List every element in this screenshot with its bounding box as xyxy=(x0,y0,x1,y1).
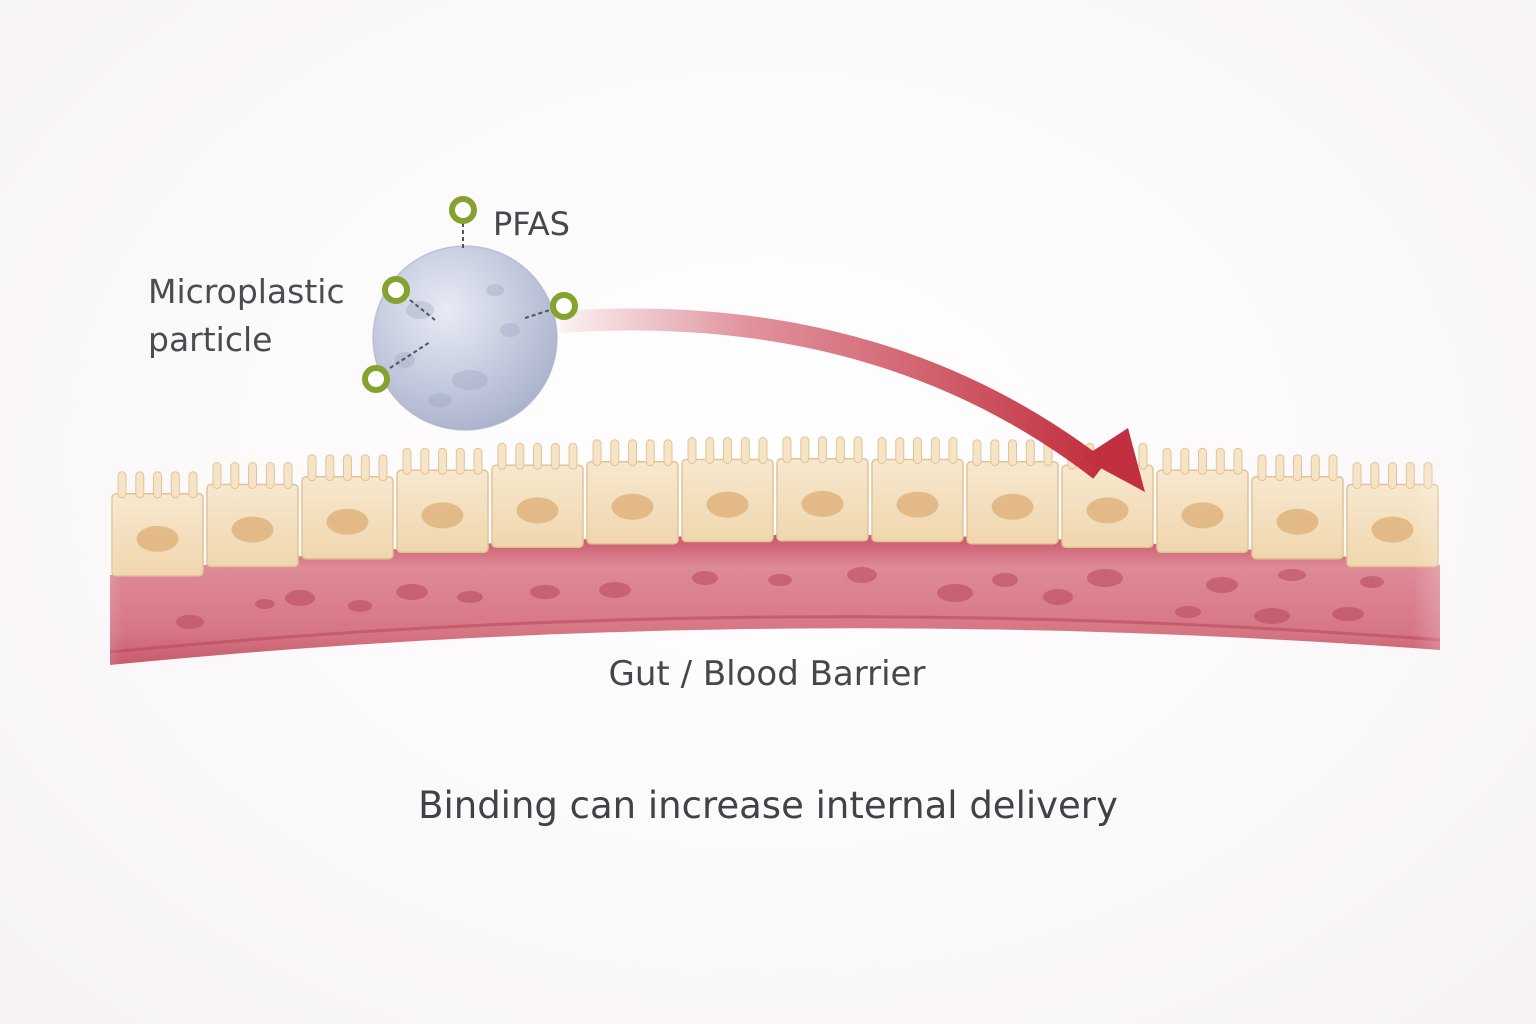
epithelial-cells xyxy=(111,436,1439,577)
pfas-label: PFAS xyxy=(493,205,570,243)
microvillus xyxy=(645,439,655,467)
microvillus xyxy=(360,454,370,482)
blood-layer xyxy=(110,534,1440,665)
microvillus xyxy=(610,439,620,467)
microvillus xyxy=(248,462,257,489)
microvillus xyxy=(378,454,388,482)
microvillus xyxy=(1293,454,1302,482)
microvillus xyxy=(1388,462,1397,489)
microvillus xyxy=(188,471,198,499)
microvillus xyxy=(1138,442,1148,470)
cell-nucleus xyxy=(611,493,654,520)
microvillus xyxy=(1198,447,1207,475)
microvillus xyxy=(515,442,525,470)
microvillus xyxy=(420,447,430,475)
microvillus xyxy=(895,437,905,464)
delivery-arrow-icon xyxy=(559,308,1145,492)
cell-nucleus xyxy=(896,491,939,518)
cell-nucleus xyxy=(231,516,274,543)
microvillus xyxy=(687,437,697,464)
microvillus xyxy=(1257,454,1267,482)
microvillus xyxy=(135,471,145,499)
microplastic-label: Microplastic particle xyxy=(148,268,345,364)
microvillus xyxy=(818,436,827,464)
gut-blood-barrier-tissue xyxy=(109,436,1441,665)
microvillus xyxy=(497,442,507,470)
microvillus xyxy=(1025,439,1035,467)
microvillus xyxy=(212,462,222,489)
microvillus xyxy=(1352,462,1362,489)
microplastic-label-line2: particle xyxy=(148,320,273,359)
cell-nucleus xyxy=(1276,508,1319,535)
microvillus xyxy=(972,439,982,467)
microvillus xyxy=(117,471,127,499)
cell-nucleus xyxy=(1371,516,1414,543)
cell-nucleus xyxy=(136,525,179,552)
cell-nucleus xyxy=(1086,497,1129,524)
microvillus xyxy=(758,437,768,464)
microvillus xyxy=(1328,454,1338,482)
microvillus xyxy=(663,439,673,467)
cell-nucleus xyxy=(326,508,369,535)
cell-nucleus xyxy=(706,491,749,518)
microvillus xyxy=(1423,462,1433,489)
microvillus xyxy=(283,462,293,489)
microvillus xyxy=(1215,447,1225,475)
microvillus xyxy=(307,454,317,482)
microvillus xyxy=(455,447,465,475)
microvillus xyxy=(1370,462,1380,489)
microvillus xyxy=(473,447,483,475)
microvillus xyxy=(723,437,732,464)
microvillus xyxy=(628,439,637,467)
microvillus xyxy=(1310,454,1320,482)
microvillus xyxy=(740,437,750,464)
microvillus xyxy=(1275,454,1285,482)
microvillus xyxy=(782,436,792,464)
microplastic-label-line1: Microplastic xyxy=(148,272,345,311)
cell-nucleus xyxy=(801,490,844,517)
microvillus xyxy=(438,447,447,475)
microvillus xyxy=(1162,447,1172,475)
microvillus xyxy=(265,462,275,489)
microvillus xyxy=(948,437,958,464)
microvillus xyxy=(835,436,845,464)
microvillus xyxy=(533,442,542,470)
microvillus xyxy=(325,454,335,482)
microvillus xyxy=(705,437,715,464)
microvillus xyxy=(568,442,578,470)
cell-nucleus xyxy=(516,497,559,524)
microvillus xyxy=(1405,462,1415,489)
microvillus xyxy=(402,447,412,475)
microvillus xyxy=(930,437,940,464)
microvillus xyxy=(990,439,1000,467)
microvillus xyxy=(343,454,352,482)
microvillus xyxy=(877,437,887,464)
barrier-label-text: Gut / Blood Barrier xyxy=(608,654,926,694)
microvillus xyxy=(1233,447,1243,475)
diagram-caption: Binding can increase internal delivery xyxy=(418,784,1118,827)
microvillus xyxy=(592,439,602,467)
microvillus xyxy=(913,437,922,464)
cell-nucleus xyxy=(991,493,1034,520)
microvillus xyxy=(800,436,810,464)
microvillus xyxy=(550,442,560,470)
microvillus xyxy=(1180,447,1190,475)
barrier-label: Gut / Blood Barrier xyxy=(0,652,1536,696)
blood-cells xyxy=(176,567,1384,629)
cell-nucleus xyxy=(421,502,464,529)
cell-nucleus xyxy=(1181,502,1224,529)
microvillus xyxy=(153,471,162,499)
microvillus xyxy=(170,471,180,499)
microplastic-sphere-icon xyxy=(372,245,558,431)
microvillus xyxy=(1008,439,1017,467)
microvillus xyxy=(230,462,240,489)
pfas-molecule-icon xyxy=(362,196,578,393)
microvillus xyxy=(853,436,863,464)
